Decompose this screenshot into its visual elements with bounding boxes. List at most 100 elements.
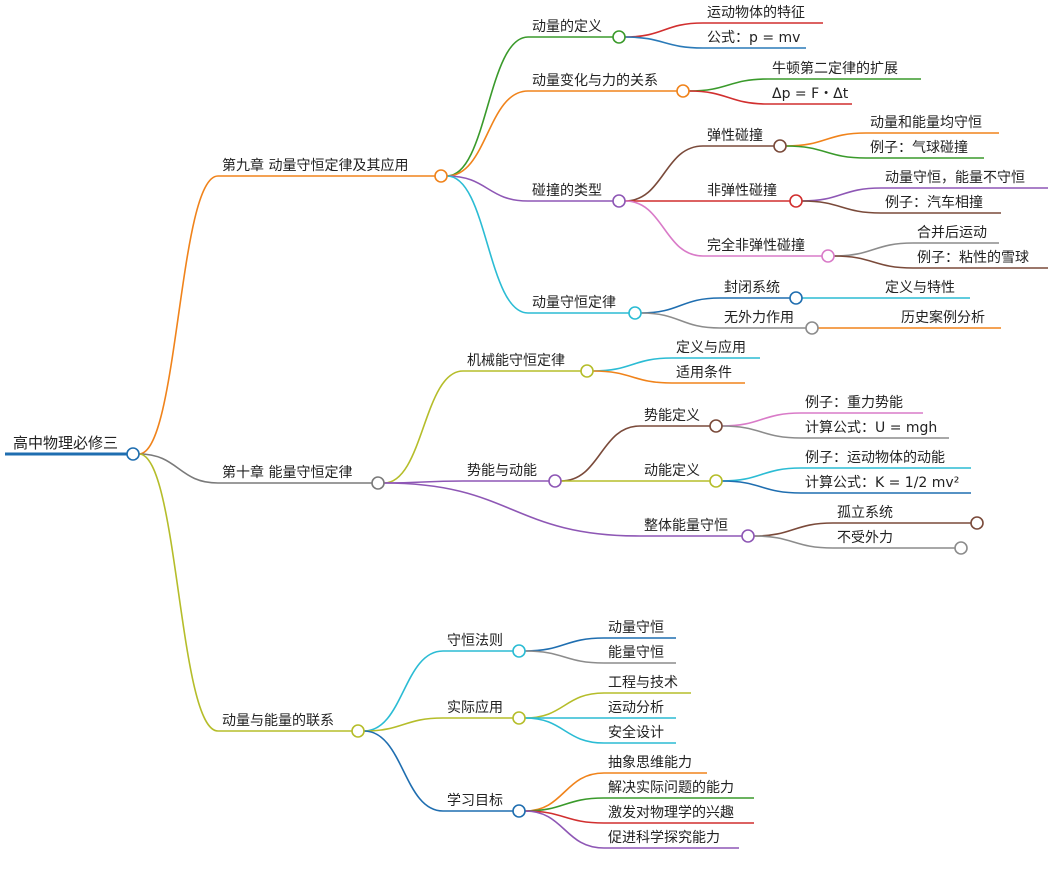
map-node: 无外力作用 bbox=[720, 310, 819, 335]
map-node: 动量守恒定律 bbox=[528, 295, 642, 320]
map-node: 定义与应用 bbox=[672, 339, 760, 359]
node-label: 动量守恒 bbox=[608, 620, 664, 636]
map-node: 势能与动能 bbox=[463, 463, 562, 488]
node-label: 安全设计 bbox=[608, 724, 664, 741]
node-label: 适用条件 bbox=[676, 364, 732, 381]
branch-connector bbox=[363, 717, 444, 732]
branch-handle[interactable] bbox=[371, 476, 385, 490]
branch-handle[interactable] bbox=[512, 644, 526, 658]
node-label: 合并后运动 bbox=[917, 225, 987, 241]
mind-map-links bbox=[138, 22, 914, 849]
branch-handle[interactable] bbox=[709, 419, 723, 433]
branch-handle[interactable] bbox=[351, 724, 365, 738]
branch-connector bbox=[524, 650, 605, 664]
branch-handle[interactable] bbox=[548, 474, 562, 488]
node-label: 学习目标 bbox=[447, 793, 503, 809]
node-label: 高中物理必修三 bbox=[13, 434, 118, 452]
branch-connector bbox=[624, 36, 704, 49]
map-node: 促进科学探究能力 bbox=[604, 830, 739, 849]
branch-connector bbox=[446, 175, 529, 202]
branch-connector bbox=[524, 772, 605, 812]
node-label: 孤立系统 bbox=[837, 505, 893, 521]
node-label: 工程与技术 bbox=[608, 675, 678, 691]
node-label: 能量守恒 bbox=[608, 645, 664, 661]
node-label: 封闭系统 bbox=[724, 280, 780, 296]
map-node: 动量和能量均守恒 bbox=[866, 115, 999, 134]
branch-connector bbox=[721, 425, 802, 439]
map-node: 实际应用 bbox=[443, 699, 526, 725]
map-node: 运动物体的特征 bbox=[703, 5, 823, 24]
branch-handle[interactable] bbox=[512, 804, 526, 818]
map-node: 例子：汽车相撞 bbox=[881, 194, 1001, 214]
branch-handle[interactable] bbox=[580, 364, 594, 378]
map-node: 整体能量守恒 bbox=[640, 518, 755, 543]
map-node: 第十章 能量守恒定律 bbox=[218, 464, 385, 490]
branch-handle[interactable] bbox=[612, 194, 626, 208]
branch-connector bbox=[524, 692, 605, 719]
branch-handle[interactable] bbox=[789, 194, 803, 208]
branch-connector bbox=[446, 36, 529, 177]
branch-connector bbox=[560, 425, 641, 482]
map-node: 计算公式：K = 1/2 mv² bbox=[801, 475, 971, 494]
branch-connector bbox=[446, 90, 529, 177]
branch-connector bbox=[138, 175, 219, 455]
branch-handle[interactable] bbox=[773, 139, 787, 153]
map-node: 例子：重力势能 bbox=[801, 395, 923, 414]
map-node: 工程与技术 bbox=[604, 675, 691, 694]
map-node: 机械能守恒定律 bbox=[463, 353, 594, 378]
branch-handle[interactable] bbox=[741, 529, 755, 543]
branch-handle[interactable] bbox=[676, 84, 690, 98]
branch-handle[interactable] bbox=[628, 306, 642, 320]
branch-connector bbox=[624, 145, 704, 202]
branch-connector bbox=[138, 453, 219, 484]
node-label: 计算公式：K = 1/2 mv² bbox=[805, 475, 959, 491]
map-node: 动量的定义 bbox=[528, 19, 626, 44]
node-label: 例子：运动物体的动能 bbox=[805, 450, 945, 466]
node-label: 动量与能量的联系 bbox=[222, 713, 334, 729]
branch-connector bbox=[785, 145, 867, 159]
node-label: 势能定义 bbox=[644, 408, 700, 424]
root-node: 高中物理必修三 bbox=[5, 434, 140, 461]
node-label: 动量的定义 bbox=[532, 19, 602, 35]
branch-handle[interactable] bbox=[954, 541, 968, 555]
node-label: 定义与特性 bbox=[885, 280, 955, 296]
node-label: 例子：粘性的雪球 bbox=[917, 250, 1029, 266]
node-label: 解决实际问题的能力 bbox=[608, 780, 734, 796]
branch-handle[interactable] bbox=[789, 291, 803, 305]
branch-connector bbox=[383, 370, 464, 484]
map-node: 守恒法则 bbox=[443, 633, 526, 658]
map-node: 学习目标 bbox=[443, 793, 526, 818]
node-label: 动能定义 bbox=[644, 463, 700, 479]
map-node: 非弹性碰撞 bbox=[703, 183, 803, 208]
node-label: 历史案例分析 bbox=[901, 309, 985, 326]
branch-handle[interactable] bbox=[709, 474, 723, 488]
branch-handle[interactable] bbox=[970, 516, 984, 530]
branch-handle[interactable] bbox=[126, 447, 140, 461]
map-node: 弹性碰撞 bbox=[703, 128, 787, 153]
map-node: 动量守恒，能量不守恒 bbox=[881, 170, 1048, 189]
branch-handle[interactable] bbox=[821, 249, 835, 263]
map-node: 例子：粘性的雪球 bbox=[913, 250, 1048, 269]
node-label: 第十章 能量守恒定律 bbox=[222, 464, 352, 481]
branch-handle[interactable] bbox=[512, 711, 526, 725]
node-label: 完全非弹性碰撞 bbox=[707, 237, 805, 254]
branch-connector bbox=[801, 200, 882, 214]
branch-handle[interactable] bbox=[434, 169, 448, 183]
node-label: 运动物体的特征 bbox=[707, 5, 805, 21]
node-label: 动量和能量均守恒 bbox=[870, 115, 982, 131]
branch-connector bbox=[524, 717, 605, 744]
map-node: 牛顿第二定律的扩展 bbox=[768, 60, 921, 80]
map-node: 完全非弹性碰撞 bbox=[703, 237, 835, 263]
node-label: 动量守恒，能量不守恒 bbox=[885, 170, 1025, 186]
map-node: 能量守恒 bbox=[604, 645, 676, 664]
branch-connector bbox=[688, 78, 769, 92]
branch-handle[interactable] bbox=[612, 30, 626, 44]
node-label: 激发对物理学的兴趣 bbox=[608, 804, 734, 821]
map-node: 碰撞的类型 bbox=[528, 183, 626, 208]
node-label: 非弹性碰撞 bbox=[707, 183, 777, 199]
branch-handle[interactable] bbox=[805, 321, 819, 335]
node-label: 例子：汽车相撞 bbox=[885, 194, 983, 211]
map-node: 不受外力 bbox=[833, 530, 968, 555]
branch-connector bbox=[833, 242, 914, 257]
